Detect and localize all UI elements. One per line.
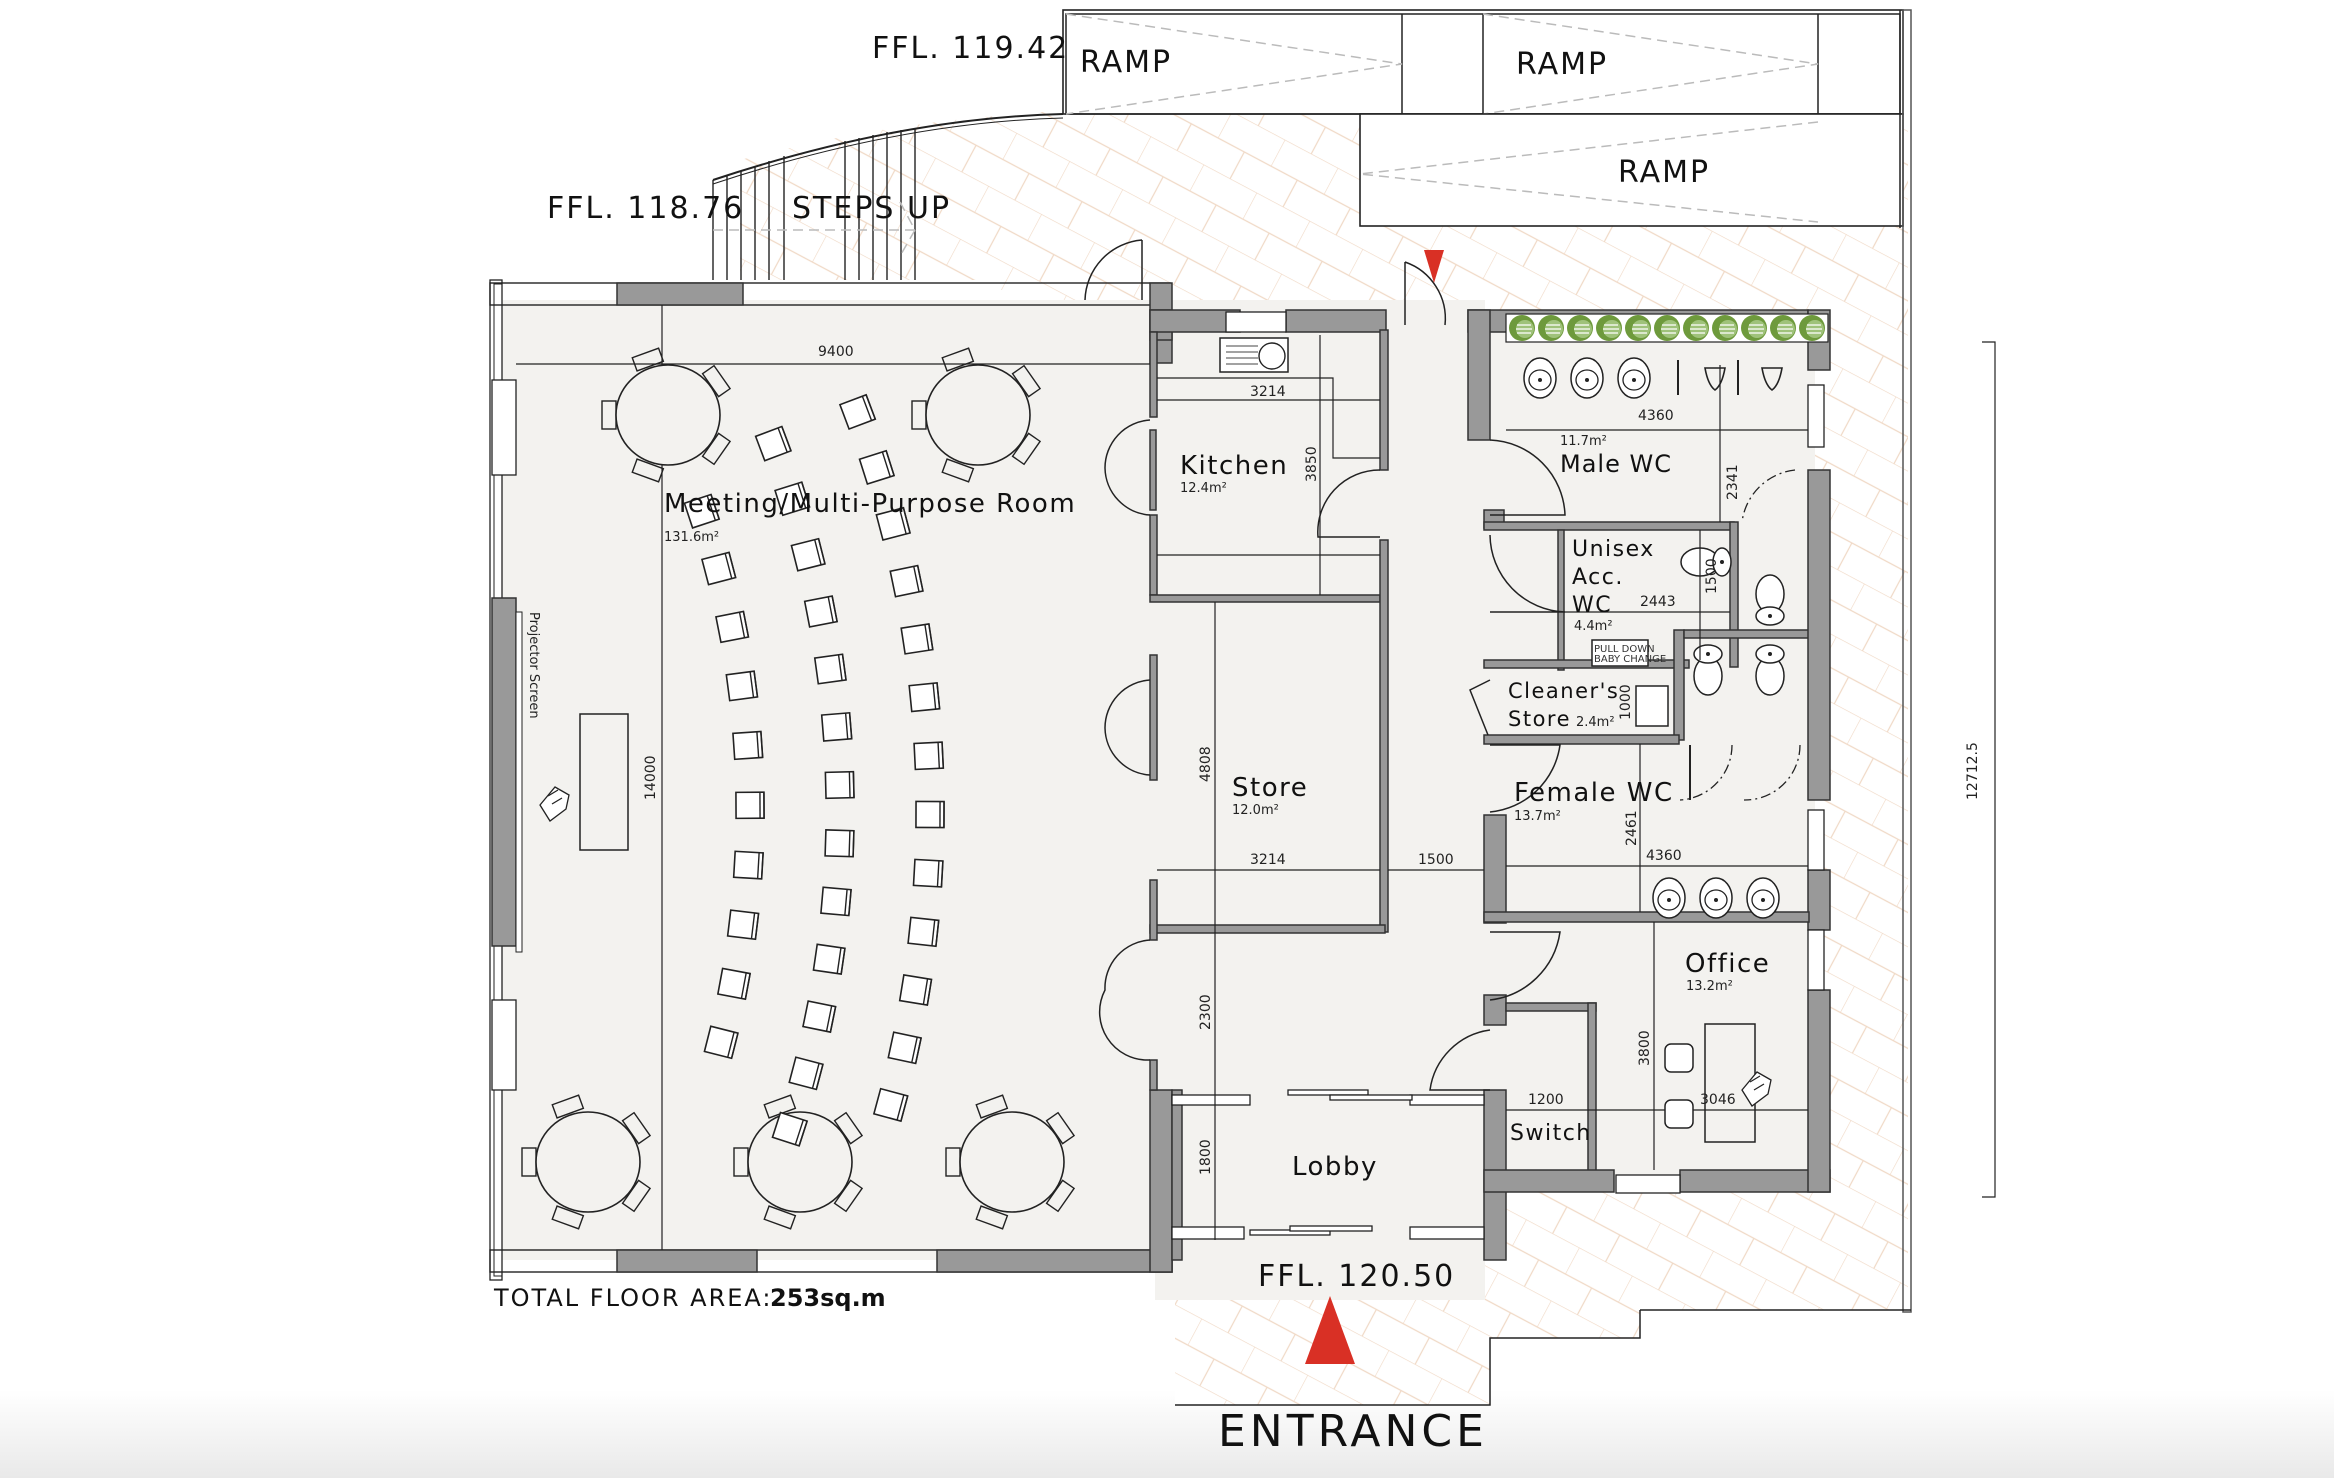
baby-change-note-1: PULL DOWN [1594,644,1655,655]
auditorium-chair [907,916,940,948]
auditorium-chair [735,791,765,820]
cleaners-store-area: 2.4m² [1576,715,1615,730]
ramp-label-2: RAMP [1516,47,1608,82]
steps-up-label: STEPS UP [792,191,951,226]
auditorium-chair [703,1025,739,1060]
male-wc-depth: 2341 [1725,464,1741,500]
unisex-wc-name-2: Acc. [1572,565,1624,590]
female-wc-width: 4360 [1646,848,1682,864]
meeting-room-width: 9400 [818,344,854,360]
kitchen-name: Kitchen [1180,451,1288,481]
ramp-label-3: RAMP [1618,155,1710,190]
auditorium-chair [812,943,846,975]
cleaners-store-depth: 1000 [1618,684,1634,720]
auditorium-chair [802,1000,837,1033]
cubicle-doors [1679,469,1801,801]
store-width: 3214 [1250,852,1286,868]
male-wc-width: 4360 [1638,408,1674,424]
kitchen-sink [1219,337,1289,373]
unisex-wc-name-3: WC [1572,593,1612,618]
unisex-wc-depth: 1500 [1704,558,1720,594]
auditorium-chair [900,623,934,655]
unisex-wc-width: 2443 [1640,594,1676,610]
level-ramp: FFL. 119.42 [872,31,1069,66]
auditorium-chair [813,653,847,685]
auditorium-chair [887,1031,922,1065]
auditorium-chair [913,741,945,771]
overall-dimension: 12712.5 [1965,742,1981,800]
auditorium-chair [889,564,924,598]
steps [712,113,1064,280]
auditorium-chair [824,829,855,858]
auditorium-chair [725,670,759,702]
auditorium-chair [717,967,751,1000]
level-entrance: FFL. 120.50 [1258,1259,1455,1294]
page-bottom-shade [0,1390,2334,1478]
corridor-width: 1500 [1418,852,1454,868]
office-name: Office [1685,949,1770,979]
store-depth: 4808 [1198,746,1214,782]
office-width: 3046 [1700,1092,1736,1108]
auditorium-chair [803,595,838,628]
auditorium-chair [726,909,760,941]
unisex-wc-area: 4.4m² [1574,619,1613,634]
projector-screen-label: Projector Screen [526,612,541,719]
interior-walls [1149,309,1831,1261]
switch-name: Switch [1510,1121,1592,1146]
meeting-room-area: 131.6m² [664,530,719,545]
cleaners-store-name-1: Cleaner's [1508,679,1619,703]
lobby-depth: 1800 [1198,1139,1214,1175]
auditorium-chair [898,974,933,1006]
auditorium-chair [820,886,852,917]
auditorium-chair [912,858,944,888]
female-wc-area: 13.7m² [1514,809,1561,824]
kitchen-width: 3214 [1250,384,1286,400]
level-steps: FFL. 118.76 [547,191,744,226]
lobby-name: Lobby [1292,1152,1378,1182]
switch-width: 1200 [1528,1092,1564,1108]
office-furniture [1664,1023,1772,1143]
female-wc-fittings [1635,644,1785,919]
auditorium-chair [732,850,764,880]
windows-east [1171,311,1825,1240]
auditorium-chair [820,712,853,742]
auditorium-chair [908,682,941,713]
office-area: 13.2m² [1686,979,1733,994]
auditorium-chair [732,730,764,761]
meeting-room-depth: 14000 [643,755,659,800]
ramp-label-1: RAMP [1080,45,1172,80]
baby-change-note-2: BABY CHANGE [1594,654,1666,665]
store-name: Store [1232,773,1308,803]
total-area-label: TOTAL FLOOR AREA: [493,1284,773,1312]
entrance-label: ENTRANCE [1218,1406,1488,1457]
meeting-room-furniture [515,347,1075,1230]
cleaners-store-name-2: Store [1508,707,1571,731]
kitchen-area: 12.4m² [1180,481,1227,496]
auditorium-chair [790,537,826,572]
meeting-room-name: Meeting/Multi-Purpose Room [664,489,1076,519]
auditorium-chair [715,610,750,644]
office-depth: 3800 [1637,1030,1653,1066]
ramps [1062,9,1912,1406]
auditorium-chair [915,800,945,829]
total-area-value: 253sq.m [770,1284,886,1312]
meeting-room-walls [489,279,1173,1281]
unisex-wc-fittings [1591,547,1732,667]
side-entry-arrow-icon [1424,250,1444,283]
store-area: 12.0m² [1232,803,1279,818]
male-wc-area: 11.7m² [1560,434,1607,449]
entrance-arrow-icon [1305,1296,1355,1364]
unisex-wc-name-1: Unisex [1572,537,1655,562]
female-wc-name: Female WC [1514,778,1674,808]
corridor-length: 2300 [1198,994,1214,1030]
planter [1505,313,1829,343]
male-wc-fittings [1523,357,1785,626]
female-wc-depth: 2461 [1624,810,1640,846]
auditorium-chair [824,770,855,800]
doors [1084,239,1566,1091]
male-wc-name: Male WC [1560,450,1672,478]
kitchen-depth: 3850 [1304,446,1320,482]
